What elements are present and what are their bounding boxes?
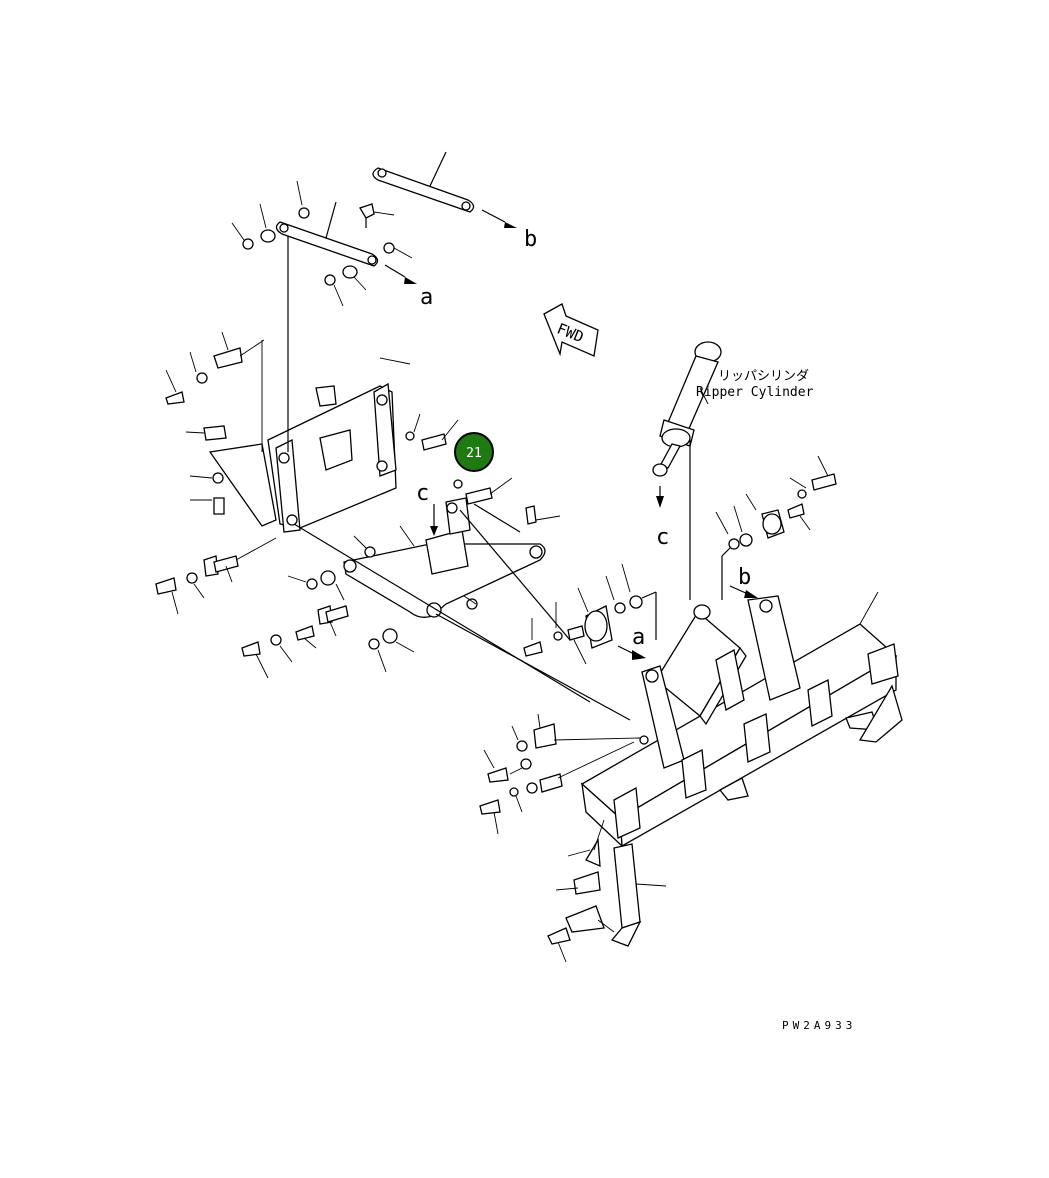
ripper-cylinder <box>652 341 722 600</box>
tooth-parts <box>547 819 615 963</box>
ripper-main-frame <box>580 591 903 848</box>
ref-c-right: c <box>656 525 669 550</box>
bushings-mid <box>287 570 415 673</box>
callout-21-label: 21 <box>466 446 482 461</box>
shank-protector <box>610 843 667 947</box>
fwd-direction-arrow: FWD <box>543 303 599 357</box>
clip-left <box>185 425 227 441</box>
washer-bolt-left <box>189 472 225 515</box>
ref-b-top: b <box>524 227 537 252</box>
lower-link-rod <box>275 201 417 284</box>
ref-c-left: c <box>416 481 429 506</box>
bushing-arm <box>353 525 478 610</box>
callout-21[interactable]: 21 <box>454 432 494 472</box>
mounting-bracket-left <box>208 236 411 533</box>
pin-left-lower <box>155 537 277 615</box>
lift-arm <box>343 497 546 618</box>
bushings-top-right <box>324 242 413 307</box>
pin-left-upper <box>165 331 265 405</box>
drawing-code: PW2A933 <box>782 1019 856 1032</box>
ripper-cylinder-label-en: Ripper Cylinder <box>696 385 814 400</box>
ref-a-top: a <box>420 285 433 310</box>
pin-bolt-lower-left <box>241 605 349 679</box>
washer-bolt-21 <box>453 477 513 505</box>
grease-fitting-top <box>359 203 395 228</box>
ref-b-right: b <box>738 565 751 590</box>
pin-cover-group <box>523 563 657 665</box>
grease-fitting-arm <box>525 505 561 525</box>
upper-link-rod <box>372 151 517 228</box>
cylinder-mount-parts <box>715 455 837 600</box>
bushings-top-left <box>231 180 310 250</box>
pin-group-frame-left <box>479 713 649 835</box>
ref-a-right: a <box>632 625 645 650</box>
ripper-cylinder-label-jp: リッパシリンダ <box>718 369 809 384</box>
bolt-washer-bracket <box>405 413 459 451</box>
